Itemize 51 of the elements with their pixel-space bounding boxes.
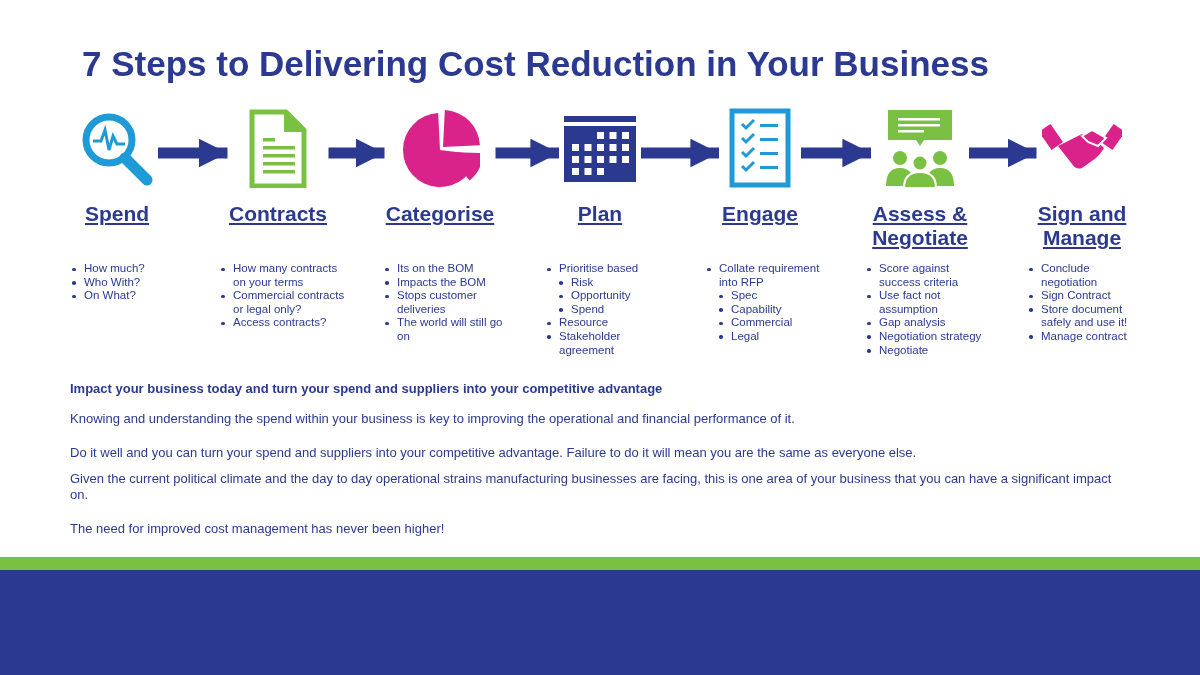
bullet-item: Impacts the BOM (397, 275, 486, 288)
paragraph: Do it well and you can turn your spend and suppliers into your competitive advantage. Failure to do it will mean you are the same as everyone else. (70, 445, 918, 461)
step-column (384, 108, 496, 226)
step-heading: Sign and Manage (1036, 202, 1128, 250)
bullet-item: How many contracts on your terms (233, 262, 338, 288)
arrow (328, 138, 385, 168)
bullet-item: Stakeholder agreement (559, 329, 621, 356)
bullet-item: Store document safely and use it! (1041, 302, 1128, 329)
step-heading: Plan (576, 202, 624, 226)
step-heading: Spend (83, 202, 151, 226)
bullet-item: Prioritise based (559, 262, 639, 274)
title: 7 Steps to Delivering Cost Reduction in Your Business (82, 44, 989, 84)
bullet-item: Negotiate (879, 343, 929, 356)
arrow (641, 138, 719, 168)
bullet-item: Gap analysis (879, 316, 946, 329)
paragraph: Knowing and understanding the spend within your business is key to improving the operational and financial performance of it. (70, 411, 796, 427)
bullet-item: The world will still go on (397, 316, 503, 342)
bullet-item: How much? (84, 262, 145, 274)
bullet-item: Spec (731, 289, 758, 302)
paragraph: The need for improved cost management has never been higher! (70, 521, 446, 537)
bullet-item: Its on the BOM (397, 262, 474, 274)
bullet-item: Conclude negotiation (1041, 262, 1098, 288)
arrow (801, 138, 871, 168)
bold-statement: Impact your business today and turn your spend and suppliers into your competitive advantage (70, 381, 664, 397)
step-heading: Contracts (228, 202, 328, 226)
bullet-item: Stops customer deliveries (397, 289, 477, 315)
step-heading: Assess & Negotiate (871, 202, 969, 250)
step-column (871, 108, 969, 250)
step-heading: Categorise (384, 202, 496, 226)
bullet-item: Who With? (84, 275, 141, 288)
bullet-item: Capability (731, 302, 782, 315)
bullet-item: Manage contract (1041, 329, 1127, 342)
bullet-item: Use fact not assumption (879, 289, 941, 315)
bullet-item: Access contracts? (233, 316, 327, 329)
bullet-item: Opportunity (571, 289, 631, 302)
step-heading: Engage (721, 202, 799, 226)
bullet-item: Risk (571, 275, 594, 288)
bullet-item: Collate requirement into RFP (719, 262, 820, 288)
bullet-item: On What? (84, 289, 136, 302)
arrow (969, 138, 1037, 168)
bullet-item: Commercial (731, 316, 793, 329)
bullet-item: Legal (731, 329, 760, 342)
bullet-item: Spend (571, 302, 605, 315)
bullet-item: Resource (559, 316, 609, 329)
arrow (495, 138, 559, 168)
bullet-item: Score against success criteria (879, 262, 959, 288)
bullet-item: Commercial contracts or legal only? (233, 289, 345, 315)
paragraph: Given the current political climate and the day to day operational strains manufacturing businesses are facing, this is one area of your business that you can have a significant impact on. (70, 471, 1113, 503)
bullet-item: Sign Contract (1041, 289, 1111, 302)
bullet-item: Negotiation strategy (879, 329, 982, 342)
arrow (158, 138, 228, 168)
